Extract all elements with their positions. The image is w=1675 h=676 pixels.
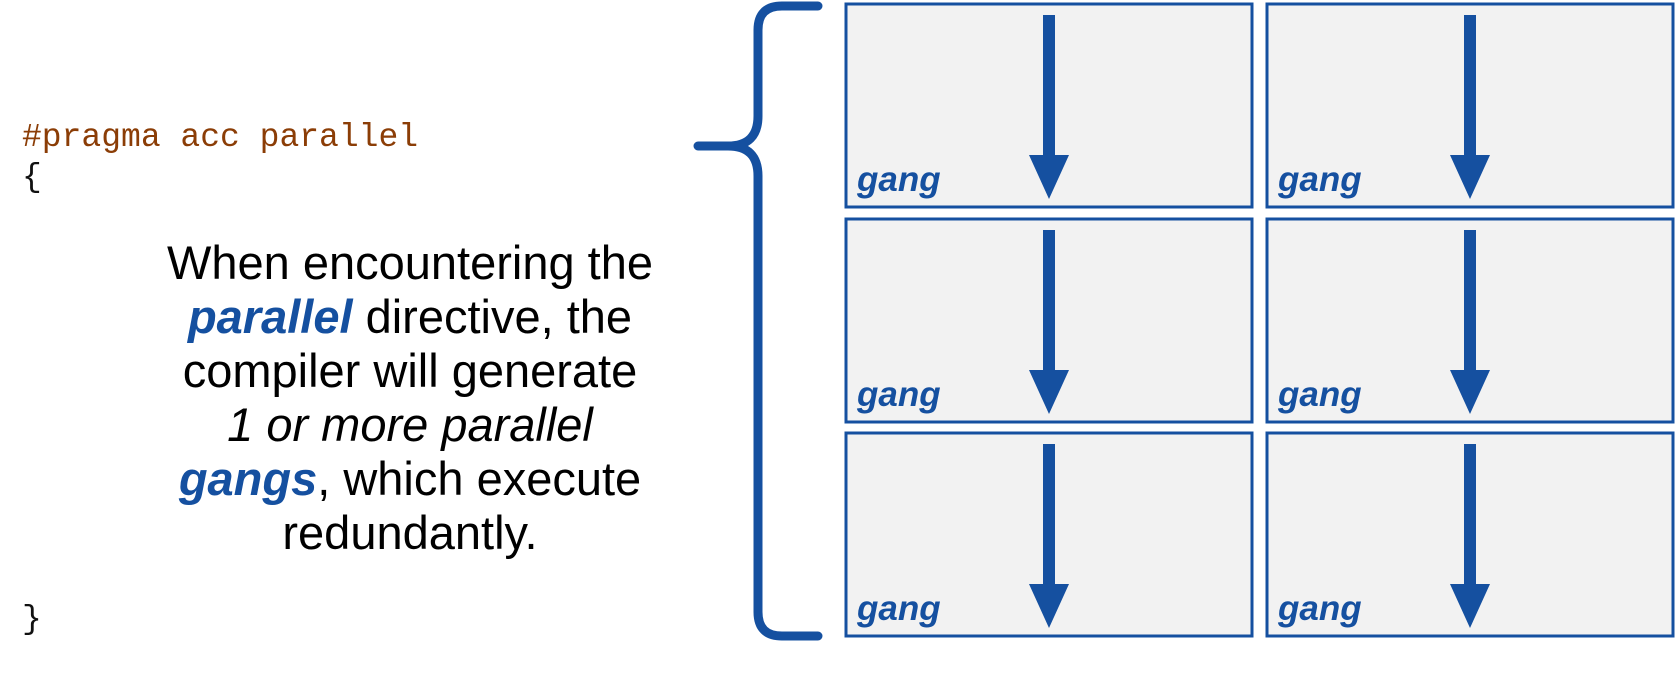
gang-box: gang (1265, 217, 1675, 424)
gang-label: gang (856, 589, 941, 628)
down-arrow-icon (1450, 155, 1490, 199)
gang-label: gang (1277, 589, 1362, 628)
gang-box: gang (1265, 2, 1675, 209)
gangs-keyword: gangs (178, 452, 318, 505)
gang-box: gang (844, 431, 1254, 638)
gang-box: gang (844, 217, 1254, 424)
description-part1: When encountering the (167, 236, 653, 289)
down-arrow-shaft (1043, 230, 1055, 373)
description-part2: directive, the compiler will generate (182, 290, 638, 397)
description-text: When encountering the parallel directive… (120, 236, 700, 560)
gang-label: gang (1277, 375, 1362, 414)
down-arrow-shaft (1043, 15, 1055, 158)
gang-label: gang (856, 375, 941, 414)
code-open-brace: { (22, 159, 42, 196)
down-arrow-icon (1450, 370, 1490, 414)
gang-box: gang (1265, 431, 1675, 638)
gang-label: gang (856, 160, 941, 199)
gang-label: gang (1277, 160, 1362, 199)
gang-box: gang (844, 2, 1254, 209)
description-part3: , which execute redundantly. (282, 452, 642, 559)
down-arrow-shaft (1043, 444, 1055, 587)
gang-grid: gang gang gang gang gang gang (844, 2, 1675, 638)
parallel-keyword: parallel (187, 290, 353, 343)
down-arrow-shaft (1464, 444, 1476, 587)
code-close-brace: } (22, 601, 42, 638)
down-arrow-icon (1450, 584, 1490, 628)
down-arrow-shaft (1464, 230, 1476, 373)
curly-brace-icon (693, 1, 823, 641)
down-arrow-icon (1029, 155, 1069, 199)
down-arrow-shaft (1464, 15, 1476, 158)
code-pragma-line: #pragma acc parallel (22, 119, 419, 156)
down-arrow-icon (1029, 370, 1069, 414)
description-italic-phrase: 1 or more parallel (227, 398, 593, 451)
down-arrow-icon (1029, 584, 1069, 628)
